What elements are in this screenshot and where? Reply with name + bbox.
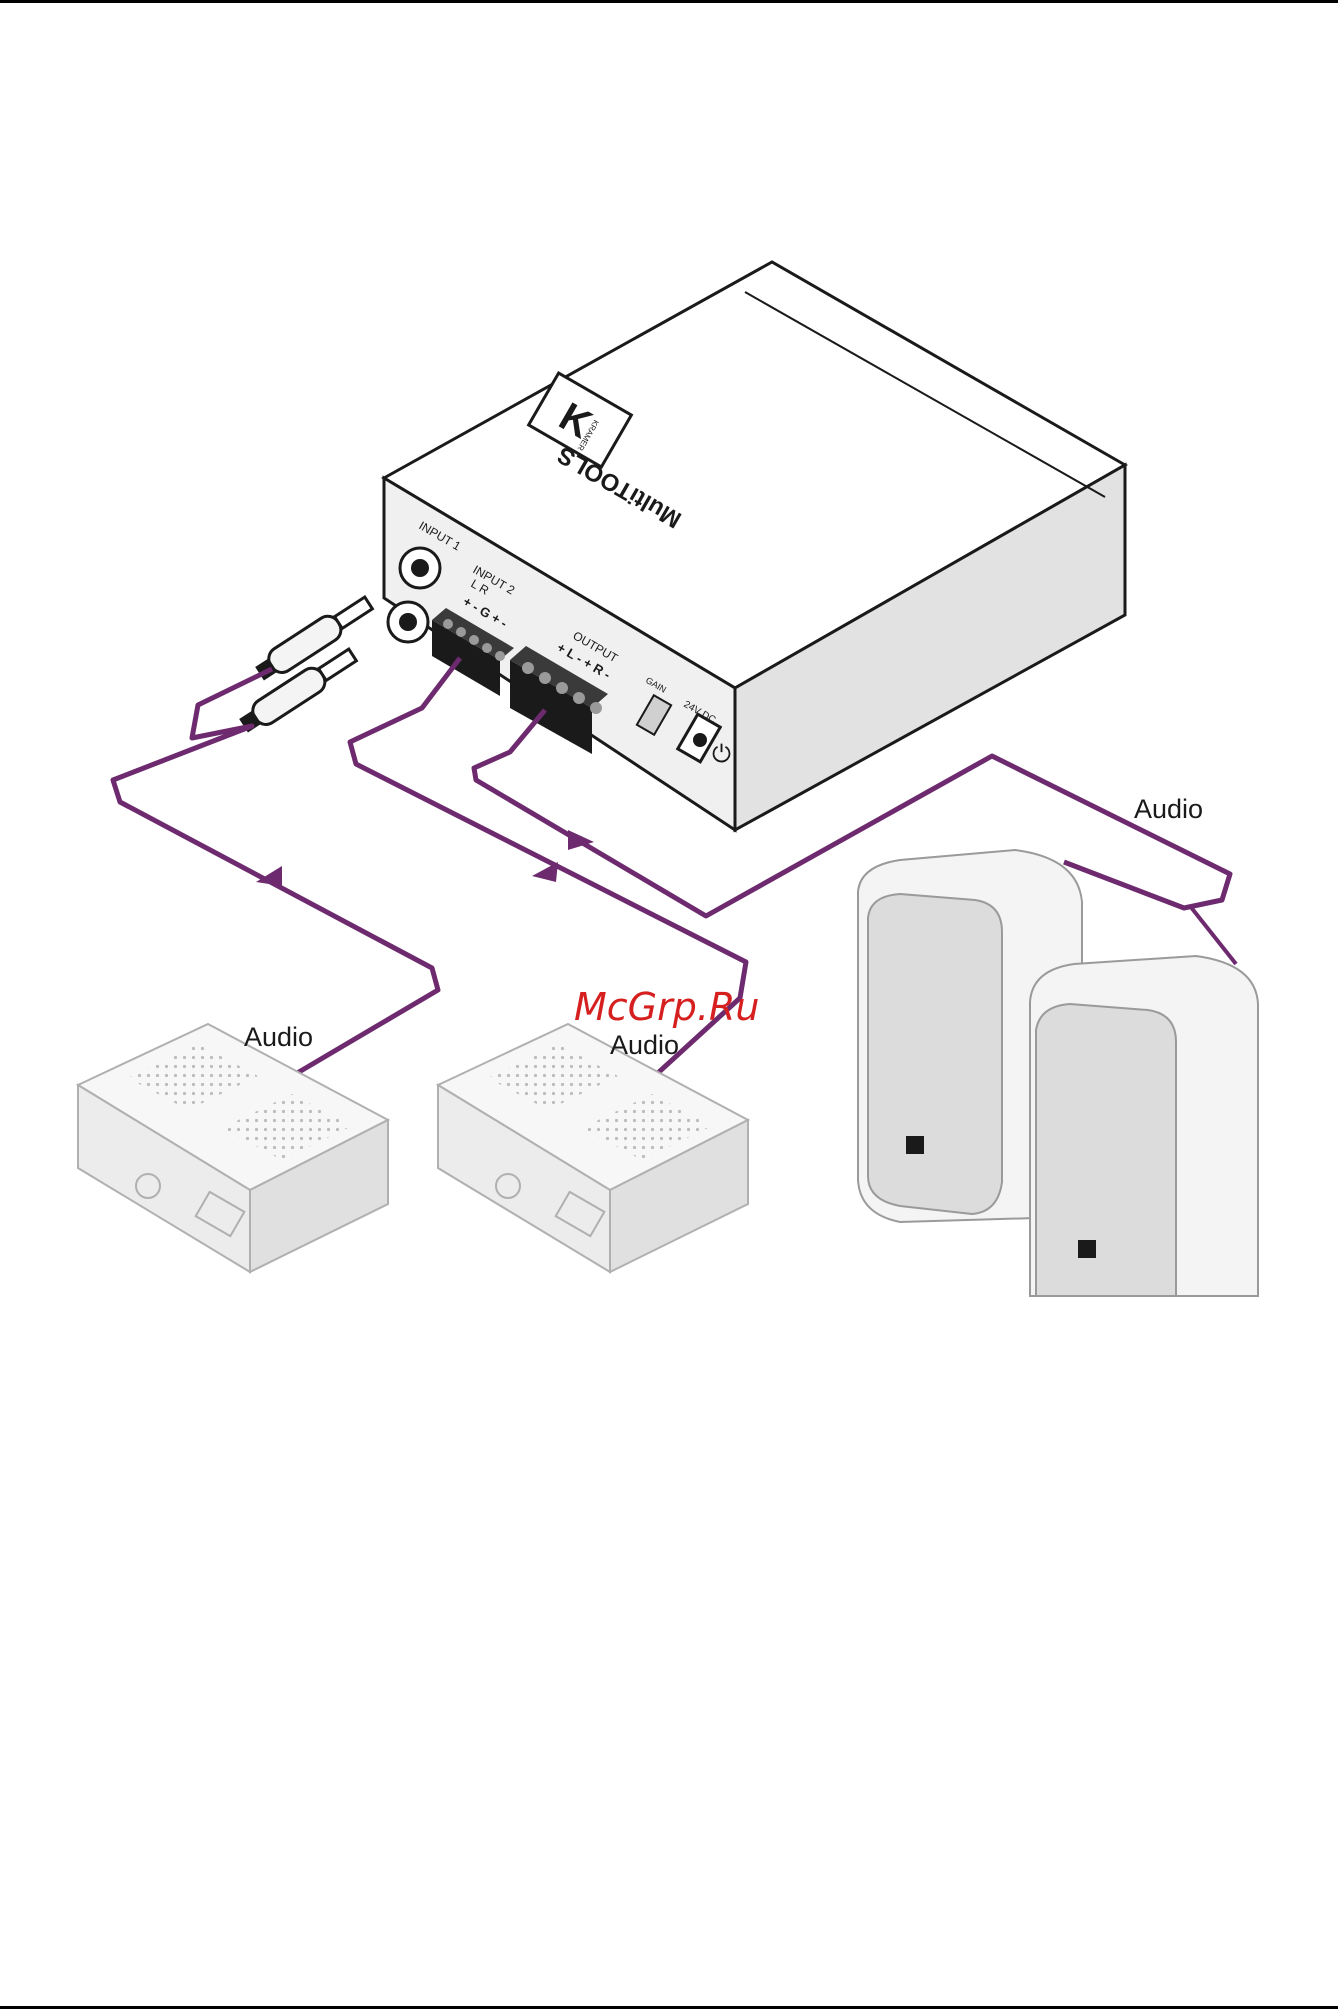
watermark: McGrp.Ru: [574, 985, 759, 1029]
arrow-source2-icon: [532, 862, 558, 882]
speaker-front: [1030, 956, 1258, 1296]
multitools-device: K KRAMER MultiTOOLS INPUT 1 INPUT 2 L R …: [384, 262, 1125, 830]
audio-label-source-1: Audio: [244, 1022, 313, 1052]
power-jack-pin: [693, 733, 707, 747]
audio-source-2-recorder: [438, 1024, 748, 1272]
speaker-rear-logo: [906, 1136, 924, 1154]
rca-plugs: [236, 592, 375, 737]
bottom-rule: [0, 2006, 1338, 2009]
power-symbol-icon: ⏻: [712, 741, 731, 768]
audio-label-source-2: Audio: [610, 1030, 679, 1060]
speaker-front-logo: [1078, 1240, 1096, 1258]
audio-label-speakers: Audio: [1134, 794, 1203, 824]
audio-source-1-recorder: [78, 1024, 388, 1272]
